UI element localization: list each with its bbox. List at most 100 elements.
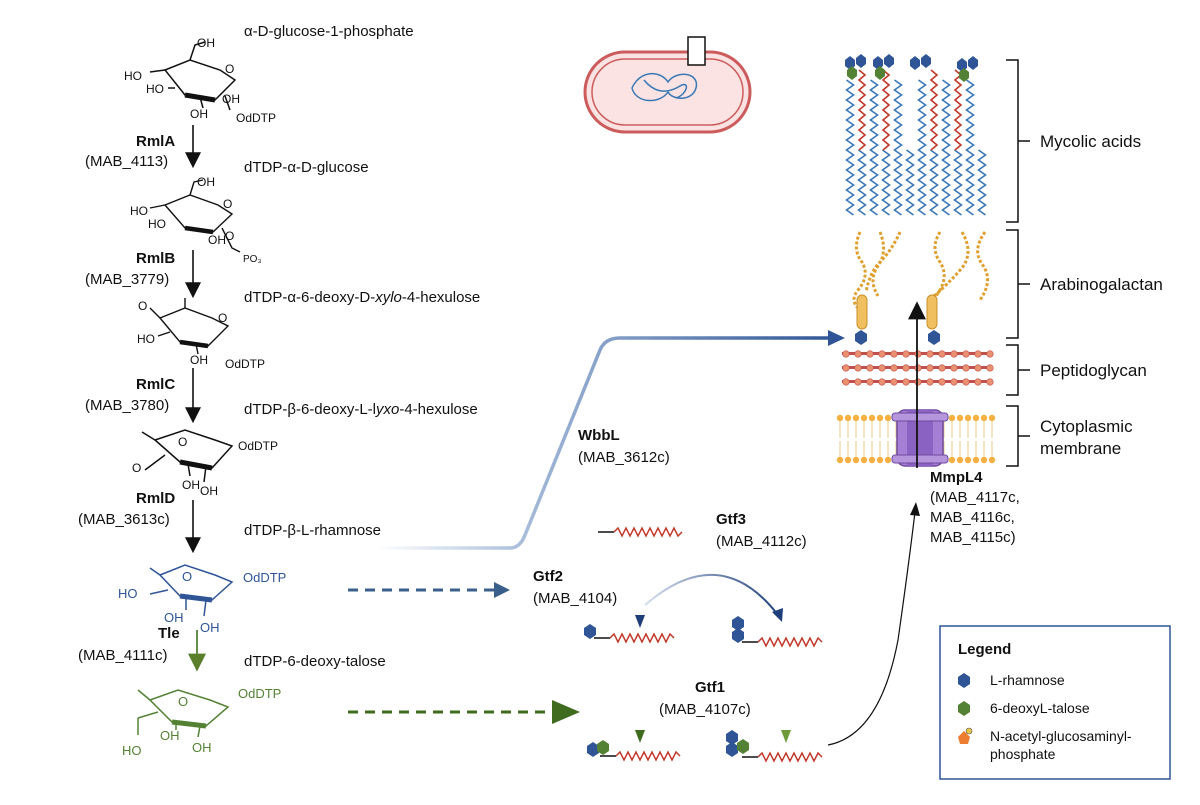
glycolipid-chain xyxy=(857,69,867,151)
rhamnose-hexagon xyxy=(855,330,867,345)
compound-prefix: dTDP-β-6-deoxy-L-l xyxy=(244,401,376,418)
lyxo-hexulose-structure xyxy=(141,429,234,483)
peptidoglycan-unit xyxy=(914,364,922,372)
rhamnose-hexagon xyxy=(856,54,866,68)
gene-mab-4111c: (MAB_4111c) xyxy=(78,647,167,664)
oh-label: OH xyxy=(190,353,208,367)
lipid-head xyxy=(860,456,868,464)
legend-item-nag-phosphate: N-acetyl-glucosaminyl- xyxy=(990,728,1132,744)
lipid-head xyxy=(876,414,884,422)
arrow-to-mmpl4 xyxy=(827,511,916,746)
linker xyxy=(926,294,938,330)
compound-italic: yxo xyxy=(375,401,399,418)
lipid-head xyxy=(956,456,964,464)
mycolic-chain xyxy=(893,79,903,216)
glycolipid-chain xyxy=(929,69,939,151)
rhamnosyl-talosyl-lipid xyxy=(587,740,681,762)
enzyme-tle: Tle xyxy=(158,625,180,642)
ring-oxygen-label: O xyxy=(178,694,188,709)
peptidoglycan-unit xyxy=(890,378,898,386)
arrowhead-gtf2 xyxy=(635,615,645,628)
wbbl-arrowhead xyxy=(828,330,845,346)
ho-label: HO xyxy=(130,204,148,218)
rhamnose-hexagon xyxy=(968,56,978,70)
enzyme-gtf2: Gtf2 xyxy=(533,568,563,585)
ring-oxygen-label: O xyxy=(218,311,227,325)
oh-label: OH xyxy=(222,92,240,106)
mycolic-chain xyxy=(977,149,987,216)
peptidoglycan-unit xyxy=(926,350,934,358)
peptidoglycan-unit xyxy=(938,364,946,372)
gene-mab-4113: (MAB_4113) xyxy=(85,153,168,170)
enzyme-mmpl4: MmpL4 xyxy=(930,469,983,486)
ho-label: HO xyxy=(118,586,138,601)
mycolic-chain xyxy=(857,149,867,216)
peptidoglycan-unit xyxy=(866,350,874,358)
rhamnose-hexagon xyxy=(884,54,894,68)
gene-mab-4116c: MAB_4116c, xyxy=(930,509,1015,526)
enzyme-rmla: RmlA xyxy=(136,133,175,150)
mycolic-acid-layer xyxy=(845,54,987,216)
peptidoglycan-unit xyxy=(854,364,862,372)
gene-mab-4115c: MAB_4115c) xyxy=(930,529,1016,546)
bracket-membrane xyxy=(1006,405,1019,467)
peptidoglycan-unit xyxy=(974,378,982,386)
ring-oxygen-label: O xyxy=(182,569,192,584)
ring-oxygen-label: O xyxy=(225,229,234,243)
dtdp-glucose-structure xyxy=(149,179,241,253)
gene-mab-4104: (MAB_4104) xyxy=(533,590,617,607)
lipid-head xyxy=(972,456,980,464)
green-hexagon-icon xyxy=(958,701,970,716)
lipid-head xyxy=(948,414,956,422)
lipid-head xyxy=(884,414,892,422)
gene-mab-3780: (MAB_3780) xyxy=(85,397,169,414)
gene-mab-4107c: (MAB_4107c) xyxy=(659,701,751,718)
peptidoglycan-unit xyxy=(890,350,898,358)
lipid-head xyxy=(868,414,876,422)
ring-oxygen-label: O xyxy=(138,299,147,313)
peptidoglycan-unit xyxy=(842,378,850,386)
bacterium-icon xyxy=(583,36,752,134)
peptidoglycan-unit xyxy=(974,364,982,372)
lipid-head xyxy=(836,414,844,422)
legend-title: Legend xyxy=(958,641,1011,658)
gene-mab-3613c: (MAB_3613c) xyxy=(78,511,170,528)
mycolic-chain xyxy=(905,149,915,216)
arrow-gtf3 xyxy=(644,573,779,616)
talose-hexagon xyxy=(847,66,857,80)
legend-item-nag-phosphate-cont: phosphate xyxy=(990,746,1056,762)
glycolipid-chain xyxy=(953,69,963,151)
peptidoglycan-unit xyxy=(866,378,874,386)
lipid-head xyxy=(852,414,860,422)
po3-label: PO₃ xyxy=(243,254,262,265)
peptidoglycan-unit xyxy=(950,364,958,372)
oh-label: OH xyxy=(192,740,212,755)
peptidoglycan-unit xyxy=(986,350,994,358)
gene-mab-3612c: (MAB_3612c) xyxy=(578,449,670,466)
lipid-head xyxy=(844,414,852,422)
peptidoglycan-unit xyxy=(854,350,862,358)
lipid-head xyxy=(948,456,956,464)
cytoplasmic-membrane xyxy=(836,409,996,467)
odtdp-label: OdDTP xyxy=(238,686,281,701)
compound-dtdp-glucose: dTDP-α-D-glucose xyxy=(244,159,369,176)
compound-glucose-1-phosphate: α-D-glucose-1-phosphate xyxy=(244,23,414,40)
xylo-hexulose-structure xyxy=(149,298,230,355)
mycolic-chain xyxy=(929,149,939,216)
ring-oxygen-label: O xyxy=(223,197,232,211)
arabinogalactan-chain xyxy=(976,231,989,301)
peptidoglycan-unit xyxy=(878,378,886,386)
mycolic-chain xyxy=(917,79,927,216)
bracket-peptidoglycan xyxy=(1006,344,1019,396)
arabinogalactan-chain xyxy=(933,231,946,297)
peptidoglycan-unit xyxy=(902,364,910,372)
oh-label: OH xyxy=(160,728,180,743)
oh-label: OH xyxy=(200,620,220,635)
oh-label: OH xyxy=(208,233,226,247)
peptidoglycan-unit xyxy=(902,378,910,386)
ho-label: HO xyxy=(122,743,142,758)
arabinogalactan-chain xyxy=(871,231,885,297)
label-arabinogalactan: Arabinogalactan xyxy=(1040,275,1163,294)
lipid-head xyxy=(836,456,844,464)
